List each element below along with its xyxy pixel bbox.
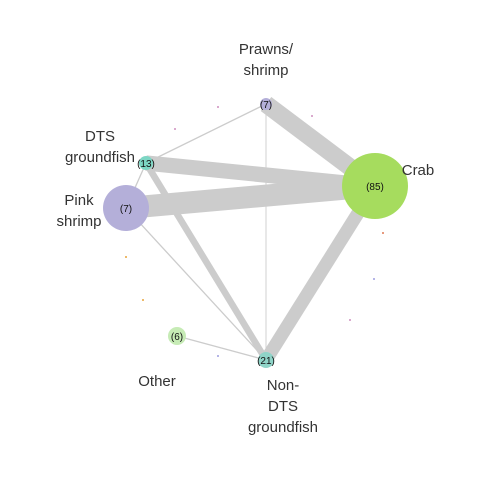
node-crab bbox=[342, 153, 408, 219]
small-dot bbox=[217, 106, 219, 108]
node-label-dts: DTS groundfish bbox=[65, 128, 135, 166]
small-dot bbox=[382, 232, 384, 234]
node-count-nondts: (21) bbox=[257, 356, 275, 367]
node-count-crab: (85) bbox=[366, 182, 384, 193]
edge-nondts-crab bbox=[260, 182, 381, 364]
node-label-line: Non- bbox=[267, 377, 300, 394]
edge-pink-nondts bbox=[125, 207, 267, 361]
node-dts bbox=[139, 156, 153, 170]
node-label-nondts: Non- DTS groundfish bbox=[248, 377, 318, 436]
node-count-other: (6) bbox=[171, 332, 183, 343]
node-label-line: Prawns/ bbox=[239, 41, 294, 58]
node-label-line: groundfish bbox=[248, 419, 318, 436]
small-dot bbox=[373, 278, 375, 280]
node-label-crab: Crab bbox=[402, 162, 435, 179]
node-label-line: shrimp bbox=[243, 62, 288, 79]
small-dot bbox=[349, 319, 351, 321]
node-label-line: Pink bbox=[64, 192, 94, 209]
node-count-pink: (7) bbox=[120, 204, 132, 215]
small-dot bbox=[174, 128, 176, 130]
node-label-line: Crab bbox=[402, 162, 435, 179]
node-other bbox=[168, 327, 186, 345]
node-label-line: DTS bbox=[85, 128, 115, 145]
node-pink bbox=[103, 185, 149, 231]
small-dot bbox=[125, 256, 127, 258]
node-label-line: Other bbox=[138, 373, 176, 390]
node-label-line: shrimp bbox=[56, 213, 101, 230]
small-dot bbox=[311, 115, 313, 117]
small-dot-layer bbox=[125, 106, 384, 357]
node-nondts bbox=[258, 352, 274, 368]
edge-other-nondts bbox=[176, 335, 267, 361]
small-dot bbox=[217, 355, 219, 357]
small-dot bbox=[142, 299, 144, 301]
edge-dts-nondts bbox=[143, 161, 269, 362]
edge-prawns-dts bbox=[145, 103, 267, 164]
node-count-dts: (13) bbox=[137, 159, 155, 170]
node-label-line: groundfish bbox=[65, 149, 135, 166]
node-count-prawns: (7) bbox=[260, 100, 272, 111]
node-label-line: DTS bbox=[268, 398, 298, 415]
node-layer: (7) (13) (85) (7) (6) (21) bbox=[103, 98, 408, 368]
node-label-pink: Pink shrimp bbox=[56, 192, 101, 230]
node-label-other: Other bbox=[138, 373, 176, 390]
node-prawns bbox=[260, 98, 272, 110]
edge-layer bbox=[125, 96, 381, 364]
node-label-prawns: Prawns/shrimp bbox=[239, 41, 294, 79]
